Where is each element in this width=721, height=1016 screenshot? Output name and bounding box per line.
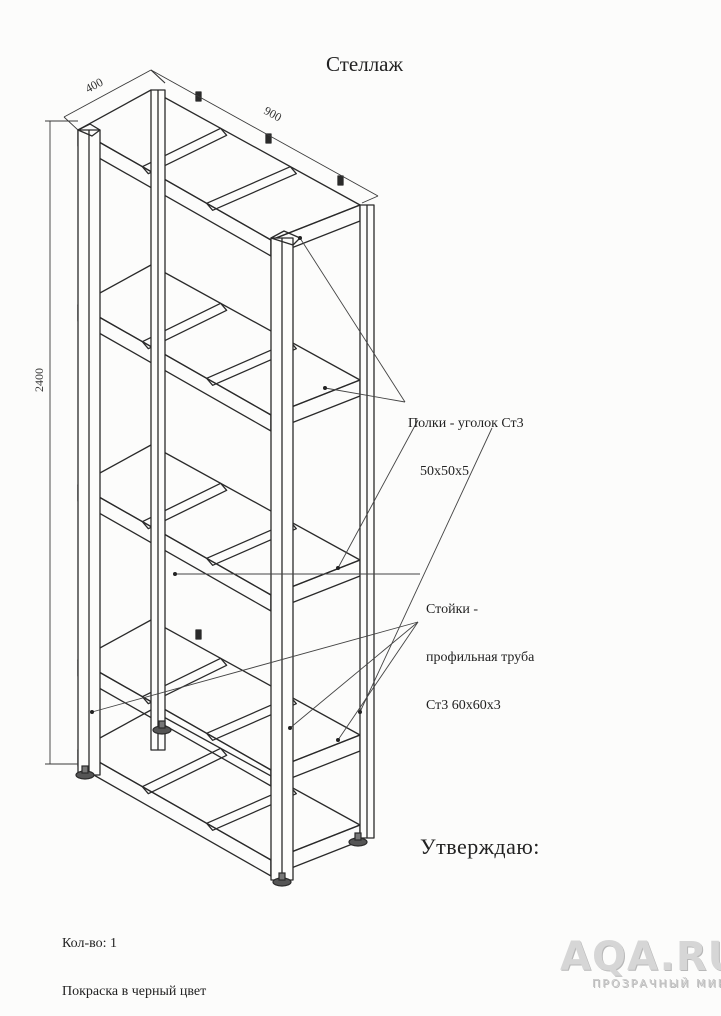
shelf-cross-bar-2-2 [206, 341, 297, 386]
shelf-cross-bar-4-2 [206, 696, 297, 741]
callout-shelves-line2: 50x50x5 [420, 464, 469, 479]
shelf-cross-bar-3-1 [141, 482, 228, 530]
shelving-frame [77, 89, 375, 881]
shelf-front-rail-2 [77, 304, 272, 432]
callout-posts-line1: Стойки - [426, 602, 479, 617]
callout-shelves: Полки - уголок Ст3 50x50x5 [408, 384, 524, 496]
shelf-cross-bar-3-2 [206, 521, 297, 566]
foot-stem-4 [354, 832, 362, 841]
shelf-top-1 [77, 89, 361, 241]
shelf-cross-bar-5-1 [141, 747, 228, 795]
callout-posts: Стойки - профильная труба Ст3 60x60x3 [426, 570, 534, 730]
shelf-cross-bar-1-1 [141, 127, 228, 175]
callout-posts-line2: профильная труба [426, 650, 535, 665]
foot-stem-2 [158, 720, 166, 729]
mount-bracket-3 [337, 175, 344, 186]
quantity-note: Кол-во: 1 [62, 936, 118, 951]
post-cap-front-left [77, 123, 101, 137]
leader-lines [91, 237, 493, 741]
drawing-title: Стеллаж [326, 52, 404, 76]
dimension-length: 900 [262, 103, 285, 124]
foot-stem-3 [278, 872, 286, 881]
shelf-cross-bar-4-1 [141, 657, 228, 705]
shelf-cross-bar-5-2 [206, 786, 297, 831]
painting-note: Покраска в черный цвет [62, 984, 207, 999]
approval-label: Утверждаю: [420, 834, 540, 859]
shelf-top-3 [77, 444, 361, 596]
shelf-top-2 [77, 264, 361, 416]
watermark-logo-text: AQA.RU [560, 934, 721, 980]
dimension-depth: 400 [83, 75, 105, 96]
shelf-front-rail-1 [77, 129, 272, 257]
shelf-cross-bar-2-1 [141, 302, 228, 350]
dimension-lines [45, 69, 379, 765]
watermark-logo: AQA.RU ПРОЗРАЧНЫЙ МИР [560, 937, 721, 990]
foot-stem-1 [81, 765, 89, 774]
shelf-front-rail-3 [77, 484, 272, 612]
watermark-tagline: ПРОЗРАЧНЫЙ МИР [592, 977, 721, 990]
callout-posts-line3: Ст3 60x60x3 [426, 698, 501, 713]
leader-dots [90, 236, 362, 742]
shelf-top-5 [77, 709, 361, 861]
drawing-notes: Кол-во: 1 Покраска в черный цвет [62, 904, 206, 1016]
adjustable-feet [75, 720, 368, 887]
mount-bracket-4 [195, 629, 202, 640]
callout-shelves-line1: Полки - уголок Ст3 [408, 416, 524, 431]
dimension-height: 2400 [32, 368, 46, 392]
shelf-cross-bar-1-2 [206, 166, 297, 211]
mount-bracket-2 [265, 133, 272, 144]
